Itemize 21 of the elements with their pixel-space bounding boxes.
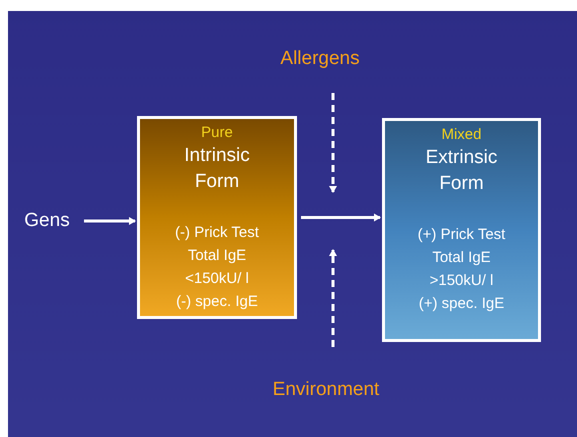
label-text: Allergens — [280, 46, 360, 71]
form-title: (+) Prick Test — [418, 225, 506, 245]
test-result: >150kU/ l — [430, 271, 494, 291]
label-text: Pure — [201, 123, 233, 143]
test-result: (-) spec. IgE — [176, 292, 258, 312]
form-box — [382, 118, 541, 342]
arrow — [301, 214, 381, 222]
category-label: Extrinsic Form — [424, 146, 498, 196]
arrow — [84, 217, 136, 225]
test-result: (+) spec. IgE — [418, 294, 504, 314]
dashed-arrow — [329, 93, 337, 193]
test-result: <150kU/ l — [185, 269, 249, 289]
test-result: Total IgE — [432, 248, 491, 268]
form-box — [137, 116, 297, 319]
test-result: Total IgE — [188, 246, 246, 266]
label-text: Mixed — [441, 125, 482, 145]
dashed-arrow — [329, 249, 337, 347]
label-text: Gens — [24, 208, 70, 233]
category-label: Intrinsic Form — [183, 144, 251, 194]
label-text: Environment — [272, 378, 380, 402]
form-title: (-) Prick Test — [175, 223, 259, 243]
